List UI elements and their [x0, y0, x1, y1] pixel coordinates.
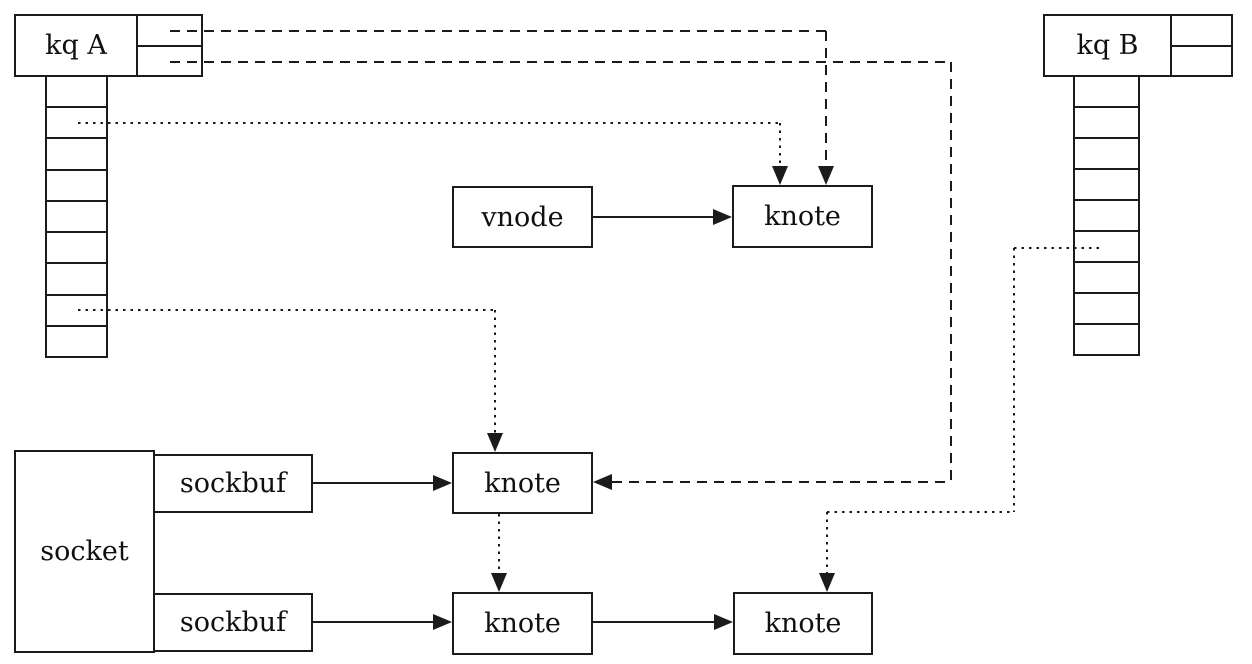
node-knote-top: knote: [732, 185, 873, 248]
node-label: knote: [484, 467, 561, 499]
edge-knote-mid-to-knote-bl-v: [498, 514, 500, 574]
kq-b-array-slot: [1075, 232, 1138, 263]
edge-vnode-to-knote-top-line: [593, 216, 715, 218]
kq-a-array-slot: [47, 108, 106, 140]
edge-kq-a-ptr1-to-knote-top-v: [825, 31, 827, 167]
node-knote-bottom-right: knote: [733, 592, 873, 655]
node-label: socket: [40, 536, 129, 567]
node-label: vnode: [481, 201, 564, 233]
edge-sockbuf-bottom-to-knote-bl-line: [313, 621, 435, 623]
kq-b-array-slot: [1075, 263, 1138, 294]
edge-vnode-to-knote-top-arrowhead-icon: [713, 209, 732, 225]
kq-b-array-slot: [1075, 294, 1138, 325]
kq-a-pointer-cells: [136, 14, 203, 77]
kq-a-array-slot: [47, 296, 106, 327]
kq-b-pointer-cell: [1172, 16, 1231, 47]
edge-kq-a-ptr2-to-knote-mid-h2: [612, 481, 951, 483]
kq-b-slot-array: [1073, 75, 1140, 356]
edge-kq-a-ptr1-to-knote-top-h: [170, 30, 826, 32]
edge-knote-bl-to-knote-br-line: [593, 621, 715, 623]
kq-a-array-slot: [47, 171, 106, 202]
kq-b-array-slot: [1075, 77, 1138, 108]
node-socket: socket: [14, 450, 155, 653]
edge-kq-b-slot6-to-knote-br-v2: [826, 512, 828, 574]
node-label: knote: [764, 608, 842, 639]
kq-a-array-slot: [47, 139, 106, 171]
edge-kq-b-slot6-to-knote-br-v1: [1013, 248, 1015, 512]
edge-kq-a-slot8-to-knote-mid-v: [494, 310, 496, 434]
kq-b-array-slot: [1075, 325, 1138, 354]
edge-knote-bl-to-knote-br-arrowhead-icon: [714, 614, 733, 630]
edge-sockbuf-top-to-knote-mid-arrowhead-icon: [433, 475, 452, 491]
kq-b-array-slot: [1075, 108, 1138, 139]
node-label: kq A: [45, 30, 107, 61]
node-kq-a: kq A: [14, 14, 138, 77]
edge-kq-a-slot8-to-knote-mid-h: [78, 309, 495, 311]
node-knote-mid: knote: [452, 452, 593, 514]
edge-kq-a-ptr2-to-knote-mid-h1: [170, 61, 951, 63]
edge-kq-b-slot6-to-knote-br-arrowhead-icon: [819, 573, 835, 592]
kq-a-slot-array: [45, 75, 108, 358]
node-label: sockbuf: [179, 468, 287, 499]
edge-kq-a-ptr1-to-knote-top-arrowhead-icon: [818, 166, 834, 185]
node-kq-b: kq B: [1043, 14, 1172, 77]
node-sockbuf-top: sockbuf: [153, 454, 313, 513]
edge-kq-a-slot2-to-knote-top-h: [78, 122, 780, 124]
kq-b-array-slot: [1075, 139, 1138, 170]
node-vnode: vnode: [452, 186, 593, 248]
kq-a-array-slot: [47, 264, 106, 296]
kq-a-array-slot: [47, 327, 106, 356]
kq-a-pointer-cell: [138, 16, 201, 47]
edge-sockbuf-top-to-knote-mid-line: [313, 482, 435, 484]
edge-sockbuf-bottom-to-knote-bl-arrowhead-icon: [433, 614, 452, 630]
kq-a-array-slot: [47, 202, 106, 234]
kq-b-pointer-cells: [1170, 14, 1233, 77]
edge-knote-mid-to-knote-bl-arrowhead-icon: [491, 573, 507, 592]
node-label: sockbuf: [179, 607, 287, 638]
edge-kq-b-slot6-to-knote-br-h1: [1014, 247, 1104, 249]
kq-a-array-slot: [47, 77, 106, 109]
kq-b-pointer-cell: [1172, 47, 1231, 76]
kq-a-array-slot: [47, 233, 106, 265]
edge-kq-a-slot2-to-knote-top-v: [779, 123, 781, 167]
node-knote-bottom-left: knote: [452, 592, 593, 655]
kq-b-array-slot: [1075, 170, 1138, 201]
node-sockbuf-bottom: sockbuf: [153, 593, 313, 652]
edge-kq-a-ptr2-to-knote-mid-arrowhead-icon: [593, 474, 612, 490]
node-label: knote: [484, 608, 561, 639]
node-label: knote: [764, 201, 841, 232]
node-label: kq B: [1076, 30, 1139, 61]
edge-kq-a-slot2-to-knote-top-arrowhead-icon: [772, 166, 788, 185]
edge-kq-b-slot6-to-knote-br-h2: [827, 511, 1014, 513]
kq-b-array-slot: [1075, 201, 1138, 232]
edge-kq-a-ptr2-to-knote-mid-v: [950, 62, 952, 482]
edge-kq-a-slot8-to-knote-mid-arrowhead-icon: [487, 433, 503, 452]
